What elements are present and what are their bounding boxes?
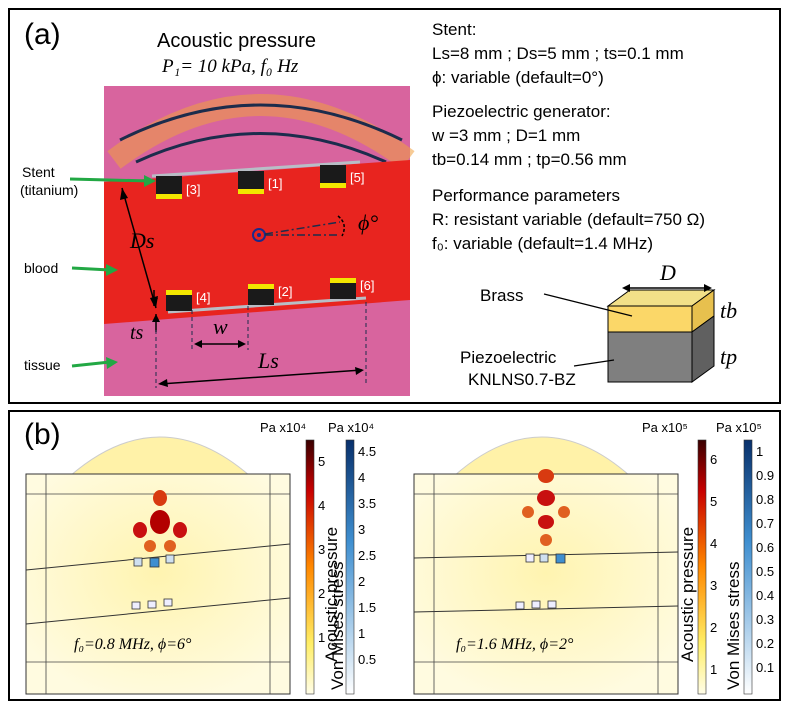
- D-label: D: [660, 260, 676, 285]
- left-stress-tick: 2: [358, 574, 366, 589]
- tb-label: tb: [720, 298, 738, 323]
- left-pressure-tick: 2: [318, 586, 326, 601]
- left-stress-tick: 1.5: [358, 600, 377, 615]
- sim-subtitle: P₁= 10 kPa, f₀ Hz: [162, 56, 299, 77]
- perf-title: Performance parameters: [432, 186, 621, 205]
- panel-a-label: (a): [24, 18, 61, 51]
- ts-label: ts: [130, 322, 144, 344]
- left-stress-tick: 0.5: [358, 652, 377, 667]
- blood-callout: blood: [24, 260, 59, 276]
- simulation-maps: [25, 436, 753, 695]
- right-field-map: [413, 436, 679, 695]
- right-pressure-tick: 1: [710, 662, 718, 677]
- left-stress-tick: 4.5: [358, 444, 377, 459]
- stent-callout: Stent: [22, 164, 55, 180]
- stent-material: (titanium): [20, 182, 79, 198]
- left-stress-unit: Pa x10⁴: [328, 420, 375, 435]
- element-label-2: [2]: [278, 284, 293, 299]
- left-field-map: [25, 436, 291, 695]
- left-stress-colorbar: [345, 439, 355, 695]
- panel-b: (b): [8, 410, 781, 701]
- right-stress-tick: 0.6: [756, 540, 775, 555]
- left-stress-title: Von Mises stress: [328, 561, 347, 691]
- element-label-5: [5]: [350, 170, 365, 185]
- right-stress-tick: 1: [756, 444, 764, 459]
- perf-frequency: f₀: variable (default=1.4 MHz): [432, 234, 654, 253]
- Ds-dimension-line: [121, 187, 157, 309]
- stent-top: [151, 160, 361, 178]
- left-pressure-tick: 5: [318, 454, 326, 469]
- right-stress-tick: 0.7: [756, 516, 775, 531]
- stent-dims: Ls=8 mm ; Ds=5 mm ; ts=0.1 mm: [432, 44, 684, 63]
- piezo-material-line1: Piezoelectric: [460, 348, 557, 367]
- piezo-element-2: [248, 284, 274, 305]
- stent-callout-arrow: [69, 177, 151, 183]
- left-pressure-unit: Pa x10⁴: [260, 420, 307, 435]
- stent-schematic: [69, 86, 716, 396]
- right-pressure-tick: 2: [710, 620, 718, 635]
- sim-title: Acoustic pressure: [157, 30, 316, 52]
- left-pressure-tick: 4: [318, 498, 326, 513]
- right-pressure-tick: 5: [710, 494, 718, 509]
- left-pressure-tick: 1: [318, 630, 326, 645]
- stent-phi: ϕ: variable (default=0°): [432, 68, 604, 87]
- right-stress-title: Von Mises stress: [724, 561, 743, 691]
- tissue-callout: tissue: [24, 357, 61, 373]
- right-pressure-tick: 4: [710, 536, 718, 551]
- transducer-arc-outer: [119, 103, 403, 142]
- right-stress-tick: 0.9: [756, 468, 775, 483]
- piezo-material-line2: KNLNS0.7-BZ: [468, 370, 576, 389]
- piezo-dims-1: w =3 mm ; D=1 mm: [432, 126, 581, 145]
- w-label: w: [213, 314, 228, 339]
- right-pressure-unit: Pa x10⁵: [642, 420, 688, 435]
- right-pressure-tick: 6: [710, 452, 718, 467]
- right-stress-tick: 0.4: [756, 588, 775, 603]
- left-caption: f₀=0.8 MHz, ϕ=6°: [74, 636, 192, 653]
- phi-label: ϕ°: [358, 210, 379, 235]
- panel-a: (a) Acoustic pressure P₁= 10 kPa, f₀ Hz: [8, 8, 781, 404]
- right-pressure-colorbar: [697, 439, 707, 695]
- piezo-element-5: [320, 165, 346, 188]
- right-stress-unit: Pa x10⁵: [716, 420, 762, 435]
- tissue-callout-arrow: [71, 360, 111, 368]
- piezo-dims-2: tb=0.14 mm ; tp=0.56 mm: [432, 150, 627, 169]
- right-stress-tick: 0.8: [756, 492, 775, 507]
- blood-callout-arrow: [71, 266, 111, 272]
- right-stress-tick: 0.3: [756, 612, 775, 627]
- piezo-element-6: [330, 278, 356, 299]
- right-caption: f₀=1.6 MHz, ϕ=2°: [456, 636, 574, 653]
- piezo-block-3d: [606, 289, 716, 383]
- right-pressure-title: Acoustic pressure: [678, 526, 697, 662]
- right-stress-tick: 0.5: [756, 564, 775, 579]
- Ls-label: Ls: [258, 348, 279, 373]
- perf-resistance: R: resistant variable (default=750 Ω): [432, 210, 706, 229]
- panel-b-label: (b): [24, 418, 61, 451]
- piezo-element-4: [166, 290, 192, 311]
- Ds-label: Ds: [130, 228, 155, 253]
- left-stress-tick: 3: [358, 522, 366, 537]
- right-stress-tick: 0.2: [756, 636, 775, 651]
- left-pressure-colorbar: [305, 439, 315, 695]
- element-label-4: [4]: [196, 290, 211, 305]
- right-stress-colorbar: [743, 439, 753, 695]
- tp-label: tp: [720, 344, 738, 369]
- right-pressure-tick: 3: [710, 578, 718, 593]
- transducer-arc-inner: [135, 132, 387, 164]
- left-pressure-tick: 3: [318, 542, 326, 557]
- left-stress-tick: 2.5: [358, 548, 377, 563]
- element-label-6: [6]: [360, 278, 375, 293]
- piezo-element-1: [238, 171, 264, 194]
- piezo-element-3: [156, 176, 182, 199]
- element-label-3: [3]: [186, 182, 201, 197]
- left-stress-tick: 4: [358, 470, 366, 485]
- element-label-1: [1]: [268, 176, 283, 191]
- piezo-title: Piezoelectric generator:: [432, 102, 611, 121]
- left-stress-tick: 1: [358, 626, 366, 641]
- stent-title: Stent:: [432, 20, 477, 39]
- brass-label: Brass: [480, 286, 524, 305]
- left-stress-tick: 3.5: [358, 496, 377, 511]
- right-stress-tick: 0.1: [756, 660, 775, 675]
